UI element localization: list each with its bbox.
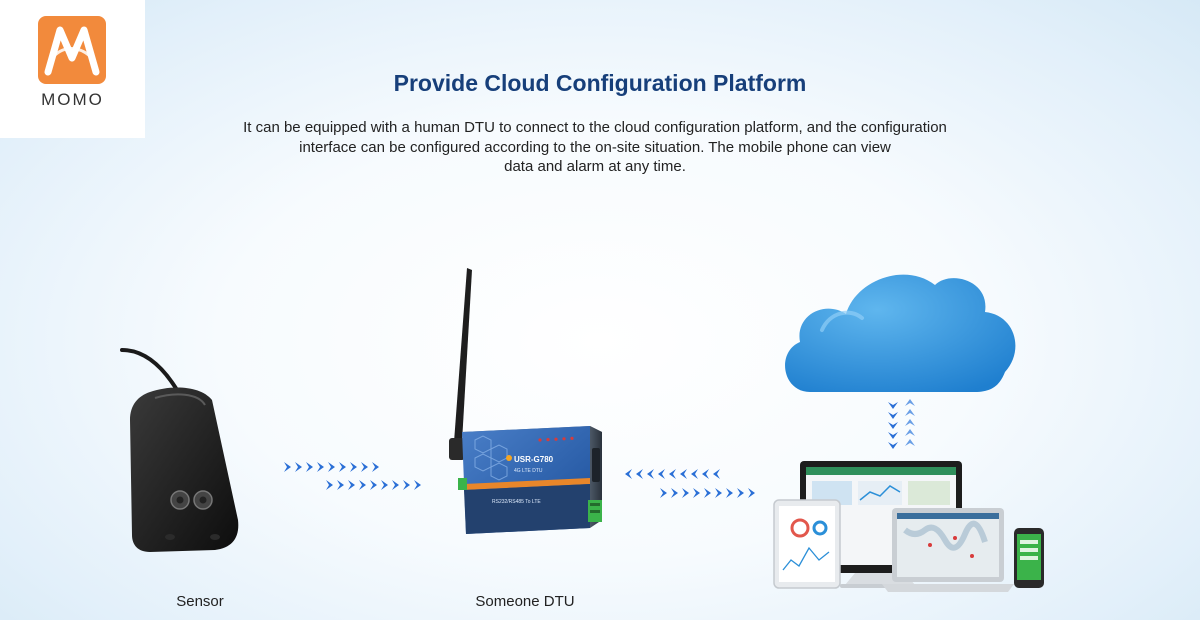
dtu-label: Someone DTU (475, 593, 575, 610)
arrow-devices-to-cloud (905, 399, 915, 446)
cloud-icon (785, 274, 1016, 392)
laptop-device (882, 508, 1014, 592)
brand-logo: MOMO (0, 0, 145, 138)
description-line: interface can be configured according to… (299, 138, 891, 156)
page-title: Provide Cloud Configuration Platform (393, 70, 807, 96)
description: It can be equipped with a human DTU to c… (190, 118, 1000, 177)
client-devices (773, 461, 1044, 592)
arrow-sensor-to-dtu (284, 462, 421, 490)
brand-logo-text: MOMO (41, 90, 104, 109)
tablet-device (773, 499, 841, 589)
arrow-devices-to-dtu (625, 469, 720, 479)
description-line: It can be equipped with a human DTU to c… (243, 119, 947, 136)
dtu-subtitle-text: 4G LTE DTU (514, 468, 543, 474)
sensor-device (120, 348, 239, 552)
description-line: data and alarm at any time. (504, 158, 686, 175)
smartphone-device (1014, 528, 1044, 588)
dtu-device: USR-G780 4G LTE DTU RS232/RS485 To LTE (449, 268, 602, 534)
sensor-label: Sensor (176, 593, 224, 610)
arrow-cloud-to-devices (888, 402, 898, 449)
brand-logo-mark (38, 16, 106, 84)
dtu-port-text: RS232/RS485 To LTE (492, 499, 541, 505)
dtu-model-text: USR-G780 (514, 455, 554, 464)
arrow-dtu-to-devices (660, 488, 755, 498)
